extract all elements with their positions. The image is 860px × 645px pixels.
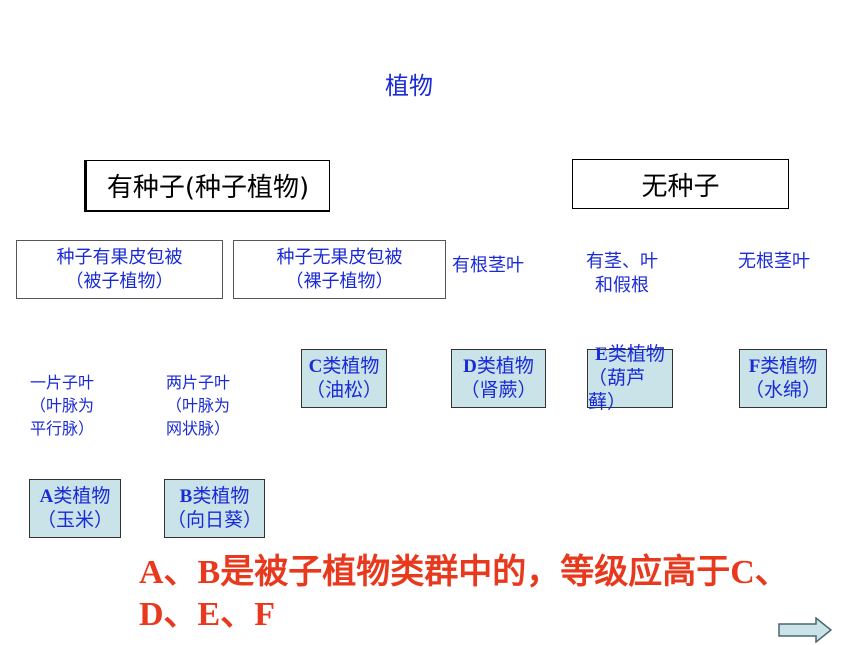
- class-a-box: A类植物 （玉米）: [29, 479, 121, 538]
- monocot-label: 一片子叶 （叶脉为 平行脉）: [30, 371, 94, 440]
- class-e-example: （葫芦藓）: [588, 367, 646, 413]
- class-f-name: 类植物: [760, 355, 818, 377]
- class-c-name: 类植物: [322, 355, 380, 377]
- class-d-example: （肾蕨）: [460, 379, 537, 401]
- seedless-box: 无种子: [572, 159, 789, 209]
- root-title: 植物: [385, 72, 433, 100]
- class-c-box: C类植物 （油松）: [301, 349, 387, 408]
- class-c-example: （油松）: [305, 379, 382, 401]
- algae-label: 无根茎叶: [738, 251, 810, 272]
- note-line2: D、E、F: [139, 596, 275, 633]
- monocot-line1: 一片子叶: [30, 373, 95, 392]
- angiosperm-line1: 种子有果皮包被: [56, 246, 183, 268]
- class-d-box: D类植物 （肾蕨）: [451, 349, 546, 408]
- note-line1: A、B是被子植物类群中的，等级应高于C、: [139, 554, 789, 591]
- class-f-code: F: [748, 355, 761, 377]
- seeded-box: 有种子(种子植物): [84, 160, 330, 212]
- fern-label: 有根茎叶: [452, 255, 524, 276]
- monocot-line3: 平行脉）: [30, 419, 95, 438]
- class-f-example: （水绵）: [744, 379, 821, 401]
- gymnosperm-line2: （裸子植物）: [285, 270, 394, 292]
- class-c-code: C: [308, 355, 323, 377]
- class-d-name: 类植物: [476, 355, 534, 377]
- class-f-box: F类植物 （水绵）: [739, 349, 827, 408]
- class-e-name: 类植物: [607, 343, 665, 365]
- dicot-label: 两片子叶 （叶脉为 网状脉）: [166, 371, 230, 440]
- gymnosperm-box: 种子无果皮包被 （裸子植物）: [233, 240, 446, 299]
- moss-label: 有茎、叶 和假根: [586, 250, 658, 298]
- monocot-line2: （叶脉为: [30, 396, 95, 415]
- class-b-box: B类植物 （向日葵）: [164, 479, 265, 538]
- explanation-note: A、B是被子植物类群中的，等级应高于C、 D、E、F: [139, 552, 789, 636]
- class-b-example: （向日葵）: [166, 509, 262, 531]
- class-e-box: E类植物 （葫芦藓）: [587, 344, 673, 413]
- dicot-line2: （叶脉为: [166, 396, 231, 415]
- moss-line1: 有茎、叶: [586, 251, 658, 272]
- class-b-name: 类植物: [192, 485, 250, 507]
- class-d-code: D: [463, 355, 477, 377]
- class-e-code: E: [595, 343, 608, 365]
- gymnosperm-line1: 种子无果皮包被: [276, 246, 403, 268]
- dicot-line1: 两片子叶: [166, 373, 231, 392]
- class-a-name: 类植物: [53, 485, 111, 507]
- class-b-code: B: [179, 485, 193, 507]
- class-a-example: （玉米）: [36, 509, 113, 531]
- moss-line2: 和假根: [595, 275, 649, 296]
- angiosperm-box: 种子有果皮包被 （被子植物）: [16, 240, 223, 299]
- angiosperm-line2: （被子植物）: [65, 270, 174, 292]
- dicot-line3: 网状脉）: [166, 419, 231, 438]
- right-arrow-icon[interactable]: [778, 617, 832, 643]
- class-a-code: A: [39, 485, 54, 507]
